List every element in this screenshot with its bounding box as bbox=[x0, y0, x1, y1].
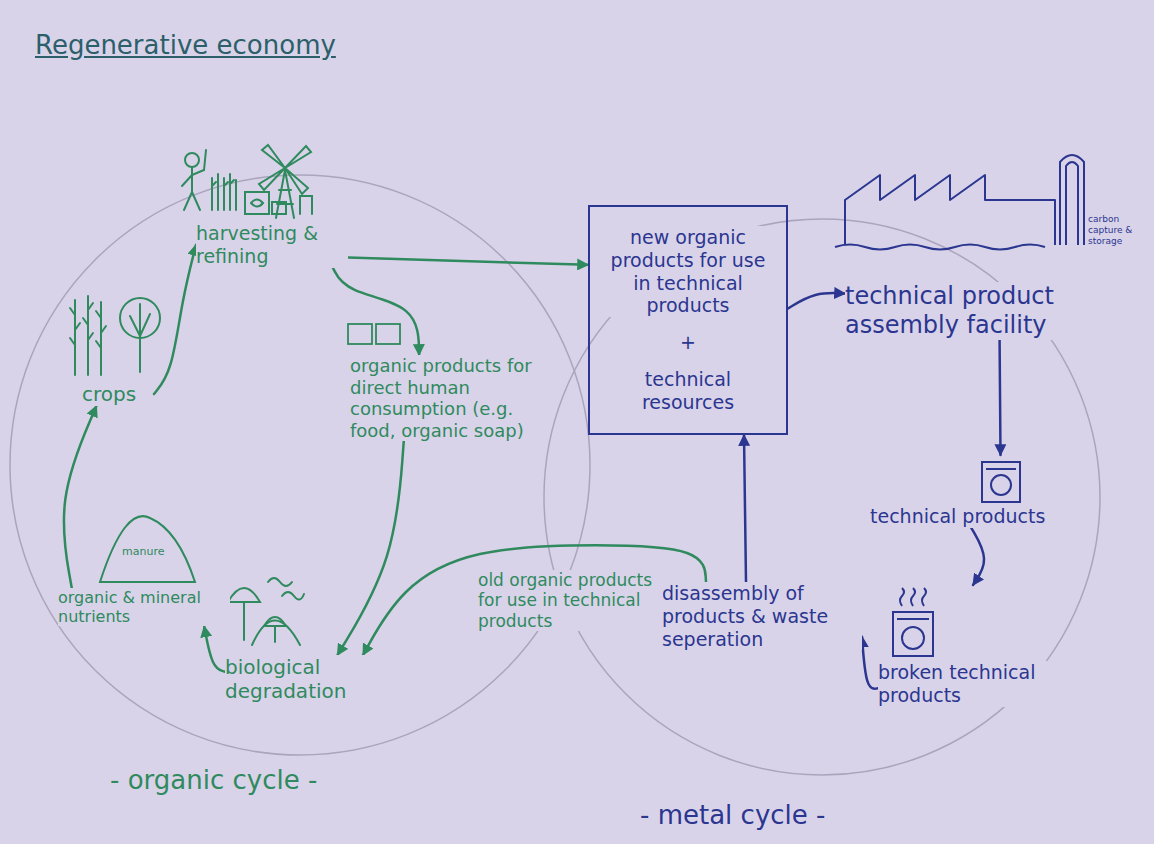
stage-label: organic products for direct human consum… bbox=[350, 355, 542, 441]
flow-arrow bbox=[363, 545, 706, 655]
crops-illustration bbox=[70, 296, 160, 375]
flow-arrow bbox=[971, 528, 984, 585]
stage-label: biological degradation bbox=[225, 655, 375, 703]
node-text: organic & mineral nutrients bbox=[58, 588, 230, 626]
node-text: technical resources bbox=[600, 368, 776, 414]
refining-tank bbox=[272, 202, 286, 214]
refining-tank bbox=[300, 196, 312, 214]
washer-panel bbox=[897, 618, 929, 620]
stage-label: harvesting & refining bbox=[196, 222, 348, 268]
tree-branches bbox=[130, 304, 150, 336]
tree-crown bbox=[120, 298, 160, 338]
node-text: organic products for direct human consum… bbox=[350, 355, 542, 441]
flow-arrow bbox=[204, 626, 225, 671]
stage-label: organic & mineral nutrients bbox=[58, 588, 230, 626]
flow-arrow bbox=[744, 435, 746, 582]
harvest-scene bbox=[182, 145, 312, 218]
person-body bbox=[182, 150, 206, 210]
heap-label: manure bbox=[122, 545, 164, 558]
degradation-illustration bbox=[228, 578, 304, 645]
node-text: + bbox=[680, 331, 696, 354]
organic-cycle-circle bbox=[10, 175, 590, 755]
manure-heap bbox=[100, 516, 195, 582]
node-text: new organic products for use in technica… bbox=[600, 226, 776, 317]
tree-trunk bbox=[139, 336, 141, 372]
node-text: harvesting & refining bbox=[196, 222, 348, 268]
person-head bbox=[185, 153, 199, 167]
factory-building bbox=[845, 175, 1055, 245]
node-text: broken technical products bbox=[878, 661, 1068, 707]
worms bbox=[268, 578, 304, 600]
node-text: technical products bbox=[870, 505, 1045, 528]
flow-arrow bbox=[788, 293, 845, 308]
stage-label: technical product assembly facility bbox=[845, 282, 1107, 340]
washer-door bbox=[902, 627, 924, 649]
washing-machine bbox=[982, 462, 1020, 502]
stage-label: disassembly of products & waste seperati… bbox=[662, 582, 862, 650]
label-holder: - metal cycle - bbox=[640, 800, 880, 831]
product-box bbox=[376, 324, 400, 344]
harvest-plants bbox=[212, 174, 236, 210]
washer-door bbox=[991, 475, 1011, 495]
factory-illustration bbox=[835, 155, 1084, 250]
note-label: carbon capture & storage bbox=[1088, 214, 1146, 246]
node-text: disassembly of products & waste seperati… bbox=[662, 582, 862, 650]
node-text: biological degradation bbox=[225, 655, 375, 703]
flow-arrow bbox=[998, 340, 1001, 455]
windmill-blades bbox=[259, 145, 311, 194]
stage-label: technical products bbox=[870, 455, 1095, 528]
process-box: new organic products for use in technica… bbox=[588, 205, 788, 435]
mushroom bbox=[228, 588, 260, 640]
flow-arrow bbox=[862, 637, 878, 689]
product-box bbox=[348, 324, 372, 344]
ground-line bbox=[835, 245, 1045, 250]
washer-panel bbox=[986, 468, 1016, 470]
mushroom bbox=[264, 617, 286, 642]
flow-arrow bbox=[64, 406, 97, 588]
edge-label: old organic products for use in technica… bbox=[478, 570, 663, 631]
node-text: crops bbox=[82, 382, 136, 406]
broken-washing-machine bbox=[893, 588, 933, 656]
cycle-label: - metal cycle - bbox=[640, 800, 825, 831]
washer-body bbox=[982, 462, 1020, 502]
washer-body bbox=[893, 612, 933, 656]
node-text: technical product assembly facility bbox=[845, 282, 1107, 340]
label-holder: manure bbox=[122, 545, 182, 558]
flow-arrow bbox=[154, 245, 196, 394]
stage-label: broken technical products bbox=[878, 585, 1068, 707]
edge-label-holder: old organic products for use in technica… bbox=[478, 570, 663, 631]
refining-machine bbox=[245, 192, 269, 214]
diagram-title: Regenerative economy bbox=[35, 30, 336, 60]
flow-arrow bbox=[338, 441, 404, 655]
cycle-label: - organic cycle - bbox=[110, 765, 317, 796]
flow-arrow bbox=[333, 268, 419, 355]
refining-machine-detail bbox=[251, 200, 263, 207]
title-holder: Regenerative economy bbox=[35, 30, 336, 60]
factory-chimney bbox=[1060, 155, 1084, 245]
stage-label: crops bbox=[82, 382, 154, 406]
label-holder: - organic cycle - bbox=[110, 765, 370, 796]
steam bbox=[900, 588, 926, 606]
label-holder: carbon capture & storage bbox=[1088, 214, 1146, 246]
product-boxes bbox=[348, 324, 400, 344]
flow-arrow bbox=[348, 258, 588, 265]
crop-stalks bbox=[70, 296, 106, 375]
